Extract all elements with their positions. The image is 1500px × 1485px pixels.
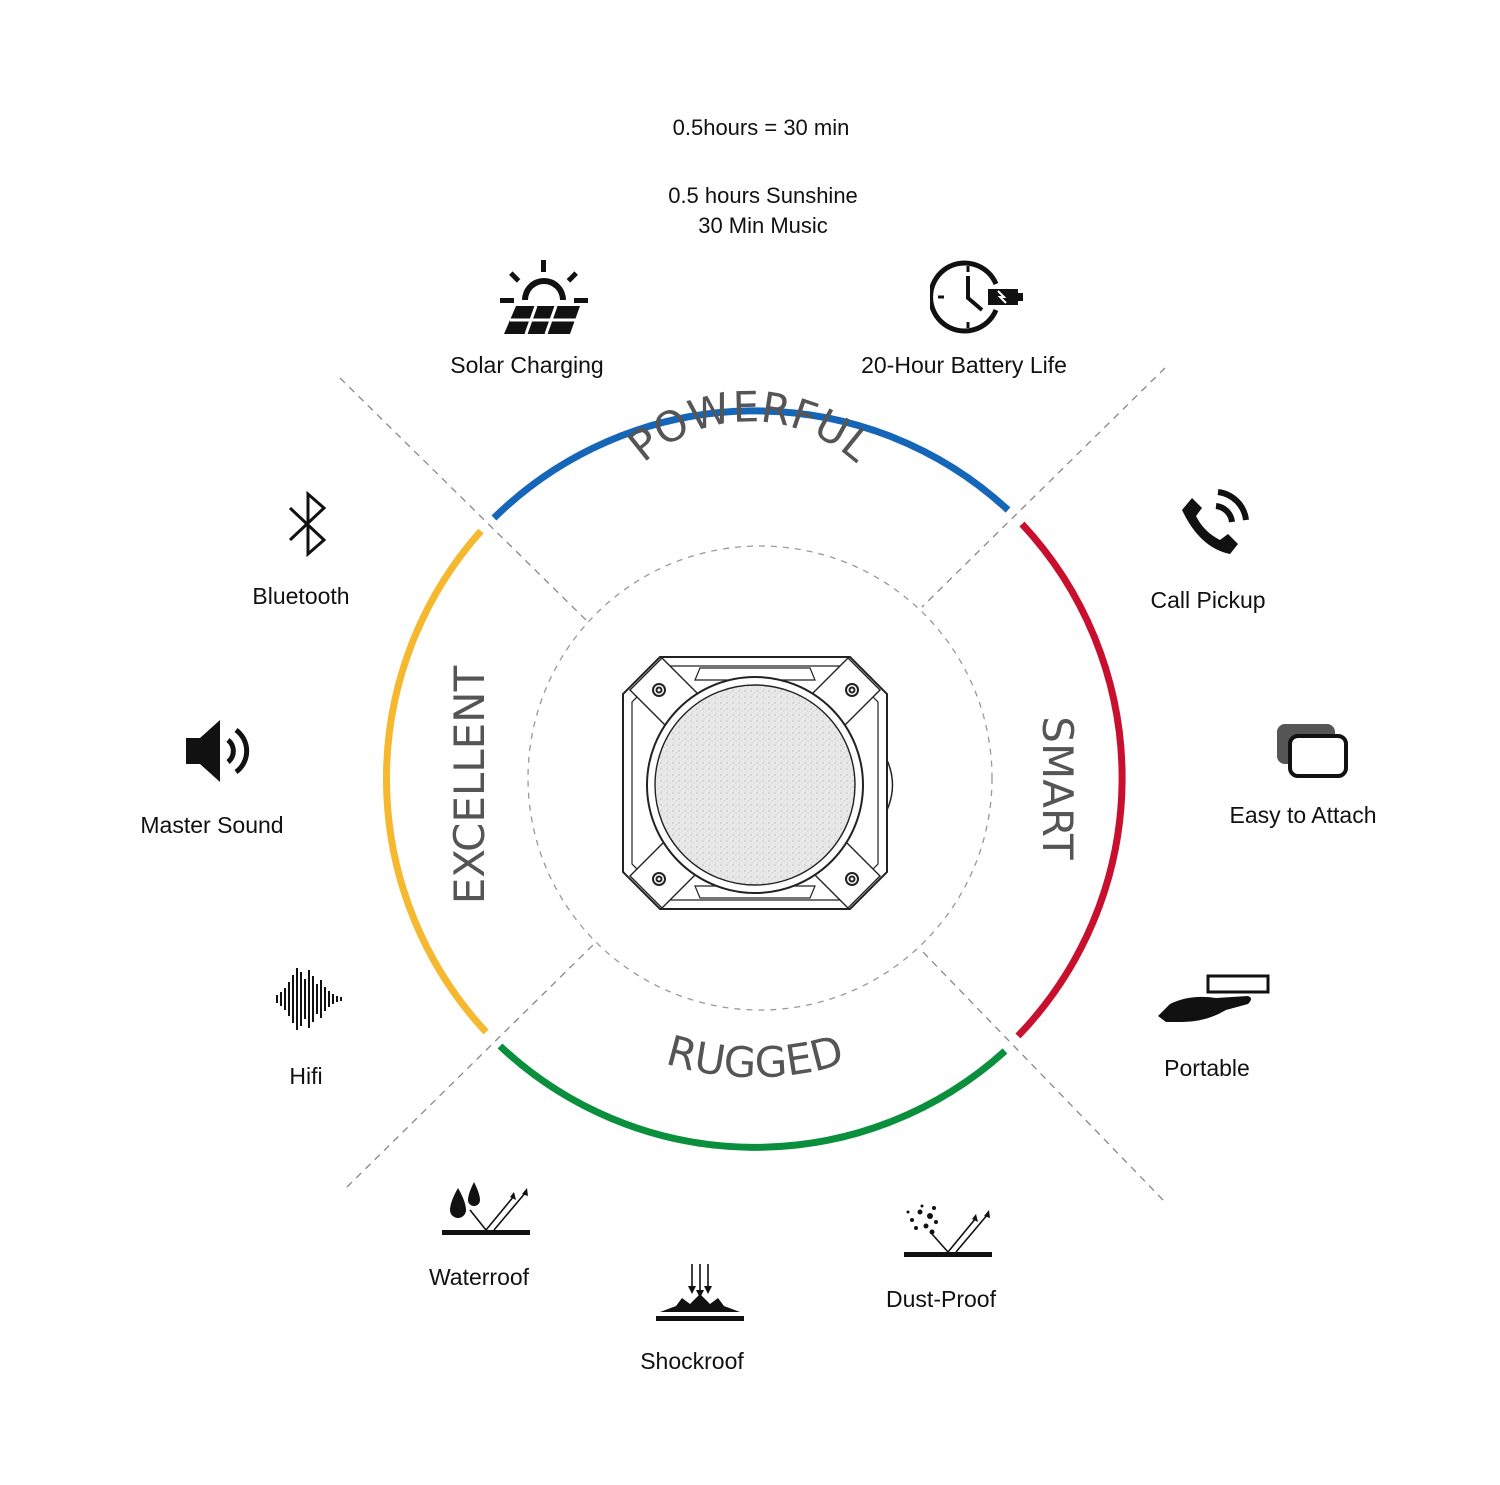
feature-easy-to-attach: Easy to Attach [1229, 802, 1377, 828]
solar-panel-icon [500, 260, 588, 335]
arc-smart [1015, 521, 1126, 1039]
note-music: 30 Min Music [698, 213, 828, 238]
note-sunshine: 0.5 hours Sunshine [668, 183, 858, 208]
divider-top-right [921, 367, 1166, 608]
hand-holding-icon [1158, 974, 1270, 1022]
feature-hifi: Hifi [289, 1063, 323, 1089]
sound-wave-icon [276, 968, 342, 1030]
feature-call-pickup: Call Pickup [1150, 587, 1266, 613]
inner-dashed-circle [527, 545, 993, 1011]
feature-master-sound: Master Sound [140, 812, 284, 838]
water-drops-icon [442, 1182, 530, 1235]
phone-icon [1182, 489, 1249, 554]
impact-icon [656, 1264, 744, 1321]
dashed-dividers [339, 367, 1166, 1201]
clock-battery-icon [930, 260, 1023, 334]
bluetooth-icon [288, 490, 327, 558]
category-powerful: POWERFUL [619, 382, 881, 471]
category-smart: SMART [1033, 716, 1082, 860]
overlap-rectangles-icon [1277, 724, 1348, 778]
divider-bottom-right [921, 950, 1164, 1201]
feature-dust-proof: Dust-Proof [886, 1286, 996, 1312]
feature-portable: Portable [1164, 1055, 1250, 1081]
category-rugged: RUGGED [662, 1026, 848, 1088]
arc-powerful [491, 407, 1011, 521]
dust-reflect-icon [904, 1204, 992, 1257]
speaker-product-drawing [622, 656, 894, 910]
feature-battery-life: 20-Hour Battery Life [861, 352, 1067, 378]
note-duration: 0.5hours = 30 min [672, 115, 850, 140]
arc-excellent [383, 528, 489, 1035]
feature-shockproof: Shockroof [640, 1348, 744, 1374]
divider-top-left [339, 377, 589, 623]
feature-bluetooth: Bluetooth [252, 583, 350, 609]
divider-bottom-left [346, 943, 595, 1188]
feature-waterproof: Waterroof [428, 1264, 530, 1290]
arc-rugged [497, 1043, 1008, 1151]
category-excellent: EXCELLENT [445, 665, 494, 904]
feature-solar-charging: Solar Charging [450, 352, 604, 378]
speaker-icon [186, 720, 250, 782]
